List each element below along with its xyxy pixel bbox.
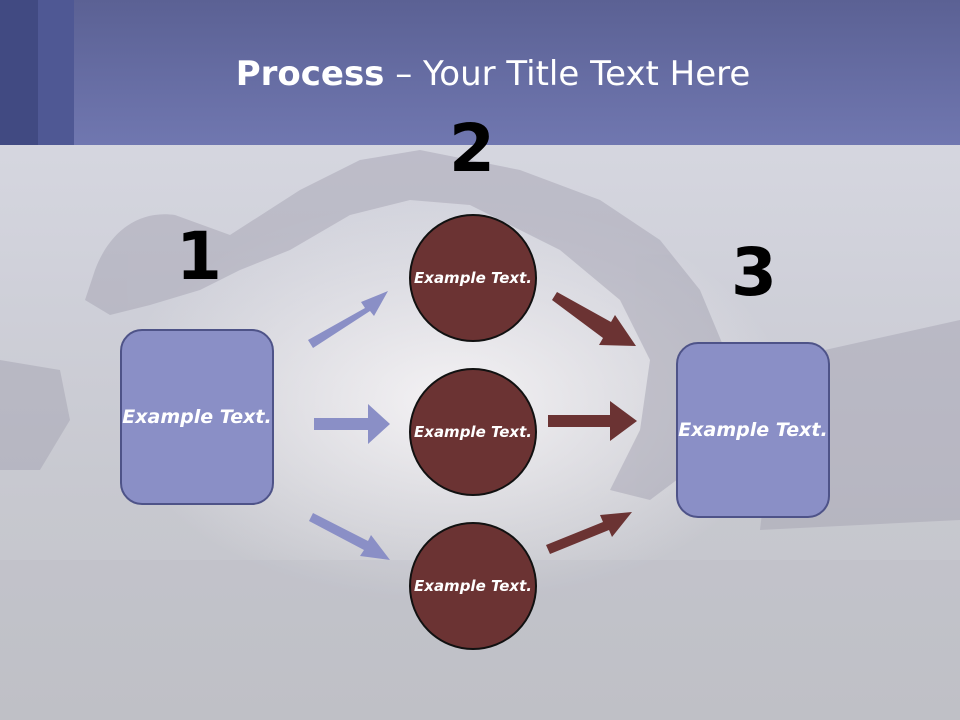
header-accent-stripe	[38, 0, 74, 145]
process-circle-top[interactable]: Example Text.	[409, 214, 537, 342]
header-accent-stripe	[0, 0, 38, 145]
step-number-1: 1	[176, 218, 222, 295]
title-bar	[0, 0, 960, 145]
step-number-2: 2	[449, 110, 495, 187]
process-circle-middle[interactable]: Example Text.	[409, 368, 537, 496]
left-process-box[interactable]: Example Text.	[120, 329, 274, 505]
title-rest: – Your Title Text Here	[384, 54, 751, 94]
right-process-box[interactable]: Example Text.	[676, 342, 830, 518]
process-circle-bottom[interactable]: Example Text.	[409, 522, 537, 650]
slide-title[interactable]: Process – Your Title Text Here	[0, 54, 960, 94]
step-number-3: 3	[731, 234, 777, 311]
title-bold: Process	[235, 54, 385, 94]
